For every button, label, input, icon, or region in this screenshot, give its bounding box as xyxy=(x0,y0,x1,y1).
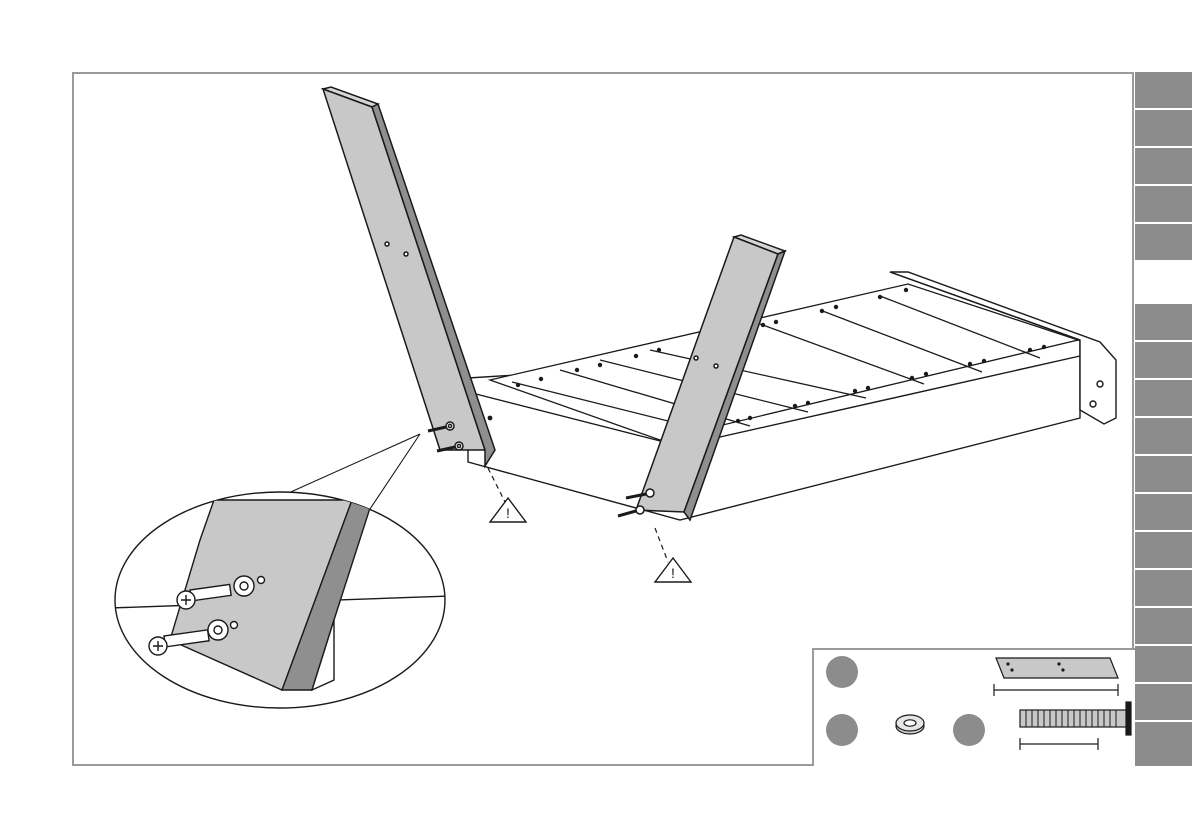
step-tab-6-active[interactable] xyxy=(1135,262,1192,302)
step-tab-2[interactable] xyxy=(1135,110,1192,146)
parts-legend xyxy=(812,648,1135,766)
step-tab-15[interactable] xyxy=(1135,608,1192,644)
step-tab-1[interactable] xyxy=(1135,72,1192,108)
step-tab-7[interactable] xyxy=(1135,304,1192,340)
step-tab-17[interactable] xyxy=(1135,684,1192,720)
part-badge-icon xyxy=(826,714,858,746)
parts-legend-drawing xyxy=(814,650,1137,768)
step-tab-13[interactable] xyxy=(1135,532,1192,568)
warning-triangle-icon: ! xyxy=(655,558,691,582)
wooden-board-icon xyxy=(994,658,1118,696)
step-tab-16[interactable] xyxy=(1135,646,1192,682)
warning-glyph: ! xyxy=(506,505,510,521)
step-tab-18[interactable] xyxy=(1135,722,1192,766)
step-tab-5[interactable] xyxy=(1135,224,1192,260)
warning-triangle-icon: ! xyxy=(490,498,526,522)
step-tab-9[interactable] xyxy=(1135,380,1192,416)
backrest-leg-left xyxy=(323,87,495,466)
step-tab-12[interactable] xyxy=(1135,494,1192,530)
bolt-icon xyxy=(1020,702,1131,750)
step-sidebar xyxy=(1135,72,1192,766)
step-tab-11[interactable] xyxy=(1135,456,1192,492)
step-tab-4[interactable] xyxy=(1135,186,1192,222)
step-tab-3[interactable] xyxy=(1135,148,1192,184)
warning-glyph: ! xyxy=(671,565,675,581)
part-badge-icon xyxy=(953,714,985,746)
step-tab-14[interactable] xyxy=(1135,570,1192,606)
step-tab-10[interactable] xyxy=(1135,418,1192,454)
washer-icon xyxy=(896,715,924,734)
part-badge-icon xyxy=(826,656,858,688)
zoom-detail xyxy=(110,492,450,708)
step-tab-8[interactable] xyxy=(1135,342,1192,378)
